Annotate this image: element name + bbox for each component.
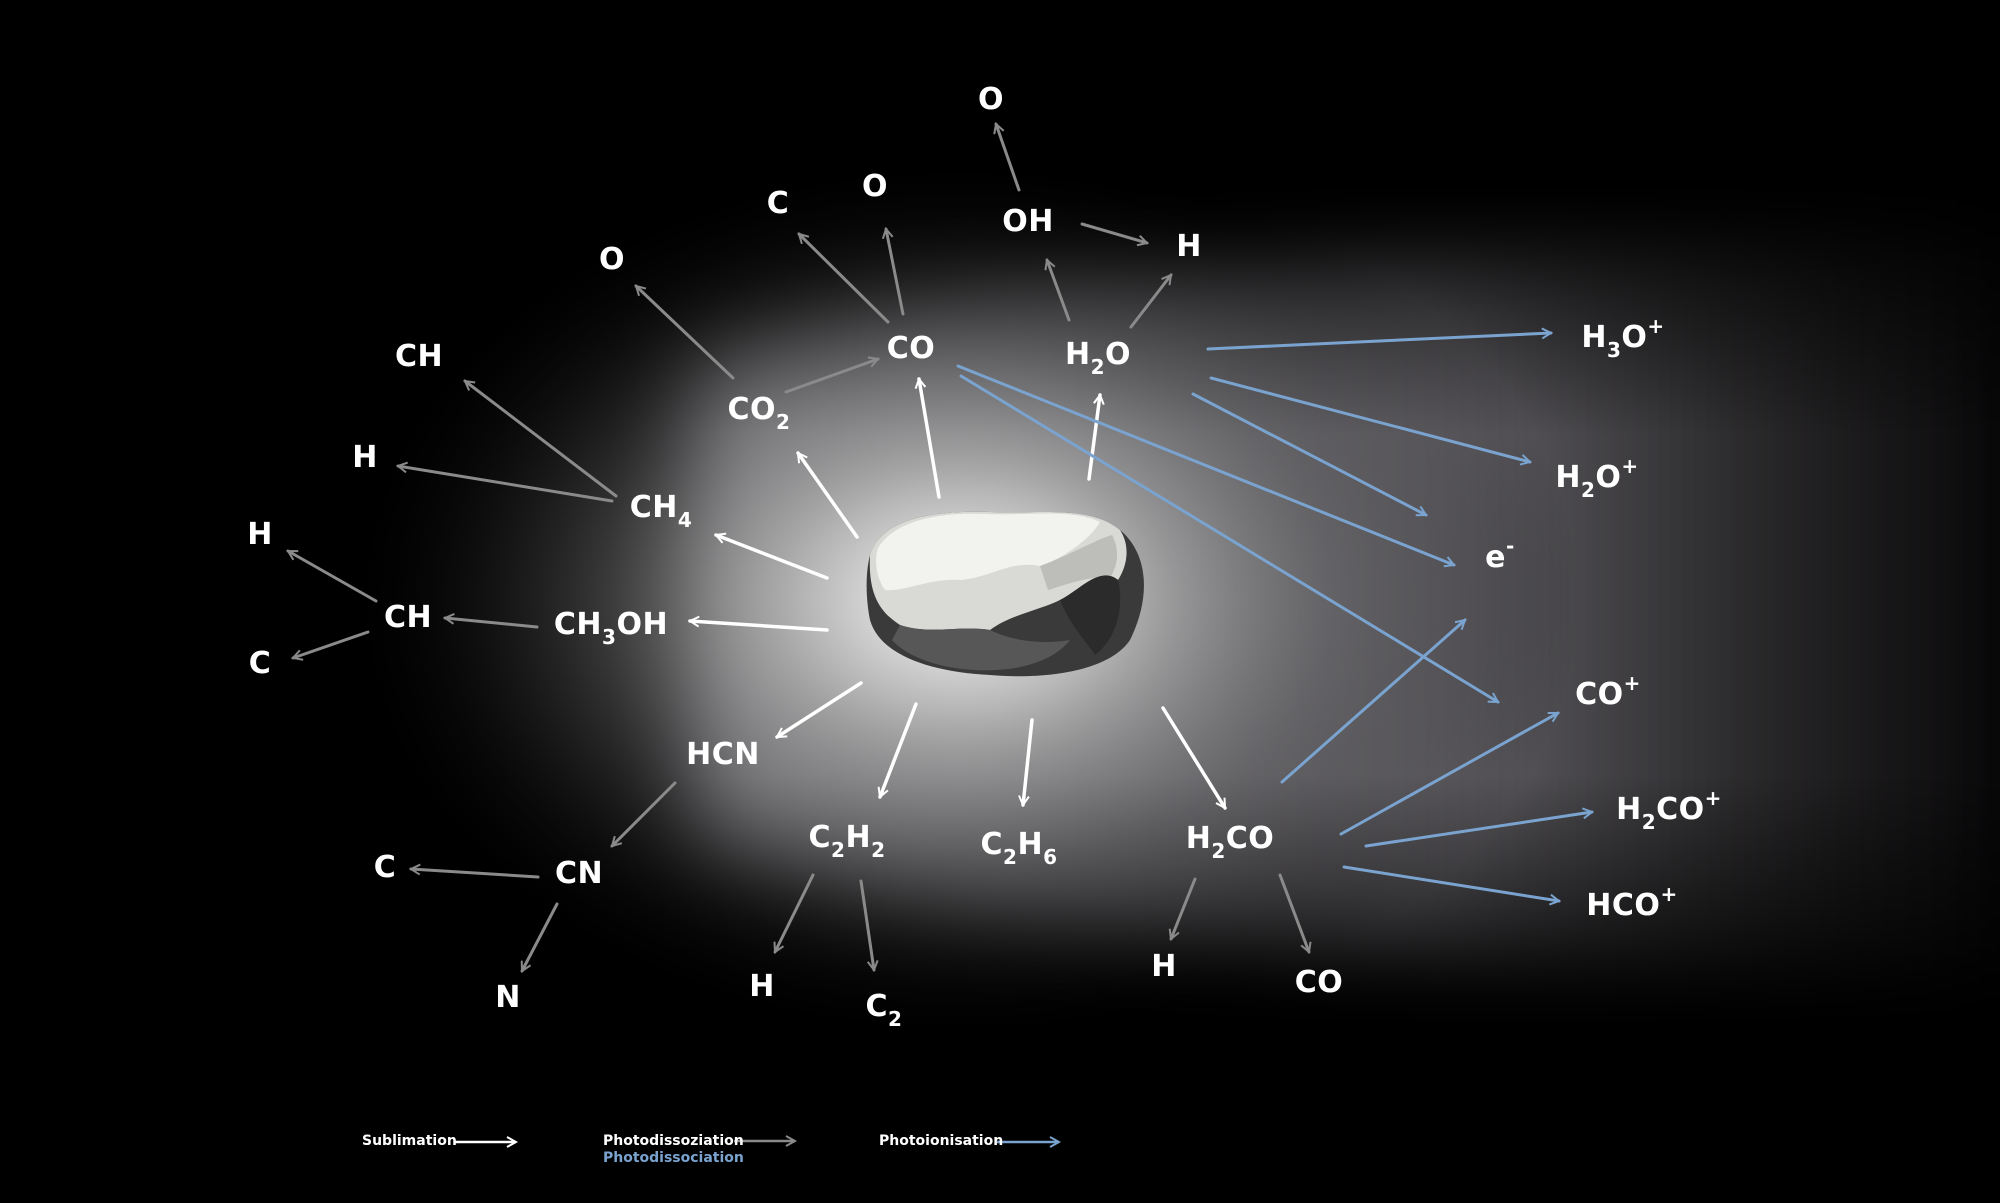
legend-photodissociation-label: Photodissoziation	[603, 1133, 744, 1149]
arrow-h2co-to-co-plus	[1339, 711, 1558, 836]
label-co-h2co: CO	[1294, 965, 1344, 1000]
label-co-plus: CO+	[1575, 671, 1641, 712]
arrow-c2h2-to-c2	[859, 879, 874, 970]
label-o-top: O	[977, 82, 1005, 117]
arrow-cn-to-n	[520, 902, 559, 971]
arrow-ch4-to-h	[398, 466, 614, 503]
label-h2o-plus: H2O+	[1555, 454, 1639, 502]
label-oh: OH	[1002, 204, 1054, 239]
arrow-h2co-to-h2co-plus	[1364, 812, 1592, 848]
arrow-ch-to-c	[293, 630, 370, 658]
label-c-cn: C	[373, 850, 397, 885]
label-c2: C2	[865, 989, 903, 1031]
label-h2co: H2CO	[1185, 821, 1275, 863]
label-o-co2: O	[598, 242, 626, 277]
label-ch-ch4: CH	[394, 339, 444, 374]
arrow-nucleus-to-c2h6	[1023, 718, 1034, 805]
legend-lines	[455, 1141, 1059, 1142]
arrow-oh-to-o	[996, 124, 1021, 192]
arrow-nucleus-to-c2h2	[880, 702, 918, 797]
arrow-ch4-to-ch	[465, 379, 618, 498]
arrow-co-to-o	[886, 229, 905, 316]
arrow-ch3oh-to-ch	[445, 618, 539, 629]
legend-photoionisation-label: Photoionisation	[879, 1133, 1004, 1149]
label-h2o: H2O	[1064, 337, 1132, 379]
arrow-h2co-to-electron	[1280, 618, 1465, 784]
legend-photodissociation-en-label: Photodissociation	[603, 1150, 744, 1166]
arrow-co-to-electron	[956, 364, 1454, 565]
arrow-co2-to-o	[634, 284, 735, 380]
arrow-nucleus-to-ch3oh	[690, 621, 829, 632]
arrow-hcn-to-cn	[610, 781, 677, 848]
label-co2: CO2	[727, 392, 791, 434]
arrow-cn-to-c	[411, 869, 540, 879]
arrow-h2o-to-h3o-plus	[1206, 333, 1551, 351]
label-hco-plus: HCO+	[1586, 882, 1678, 923]
label-h-oh: H	[1176, 229, 1202, 264]
arrow-h2o-to-h	[1129, 275, 1173, 329]
label-h-ch: H	[247, 517, 273, 552]
legend-sublimation-label: Sublimation	[362, 1133, 457, 1149]
label-c2h2: C2H2	[808, 820, 886, 862]
arrow-h2co-to-hco-plus	[1342, 865, 1559, 901]
arrow-h2o-to-oh	[1047, 260, 1071, 322]
label-ch4: CH4	[629, 490, 693, 532]
arrow-co-to-c	[797, 232, 890, 324]
label-h-h2co: H	[1151, 949, 1177, 984]
arrow-nucleus-to-ch4	[716, 535, 829, 580]
label-co: CO	[886, 331, 936, 366]
label-electron: e-	[1485, 534, 1515, 575]
arrow-c2h2-to-h	[773, 873, 815, 952]
label-n: N	[495, 980, 521, 1015]
label-hcn: HCN	[686, 737, 760, 772]
arrow-h2co-to-co	[1278, 873, 1309, 952]
arrow-h2o-to-electron	[1191, 392, 1426, 517]
arrow-ch-to-h	[288, 549, 378, 603]
label-h3o-plus: H3O+	[1581, 314, 1665, 362]
arrow-nucleus-to-h2o	[1087, 395, 1100, 481]
label-o-co: O	[861, 169, 889, 204]
label-ch3oh: CH3OH	[553, 607, 669, 649]
label-c-co: C	[766, 186, 790, 221]
arrow-h2co-to-h	[1171, 877, 1197, 939]
label-ch-ch3oh: CH	[383, 600, 433, 635]
label-c-ch: C	[248, 646, 272, 681]
arrow-co-to-co-plus	[959, 374, 1498, 704]
label-h2co-plus: H2CO+	[1616, 786, 1722, 834]
label-c2h6: C2H6	[980, 827, 1058, 869]
label-cn: CN	[554, 856, 604, 891]
comet-nucleus	[866, 511, 1144, 677]
arrow-co2-to-co	[784, 359, 878, 394]
arrow-h2o-to-h2o-plus	[1209, 376, 1530, 462]
arrow-oh-to-h	[1080, 222, 1147, 243]
label-h-c2h2: H	[749, 969, 775, 1004]
label-h-ch4: H	[352, 440, 378, 475]
arrow-nucleus-to-hcn	[775, 681, 863, 739]
reaction-arrows	[288, 124, 1592, 971]
arrow-nucleus-to-co2	[796, 451, 859, 539]
arrow-nucleus-to-co	[919, 379, 941, 499]
arrow-nucleus-to-h2co	[1161, 706, 1227, 808]
